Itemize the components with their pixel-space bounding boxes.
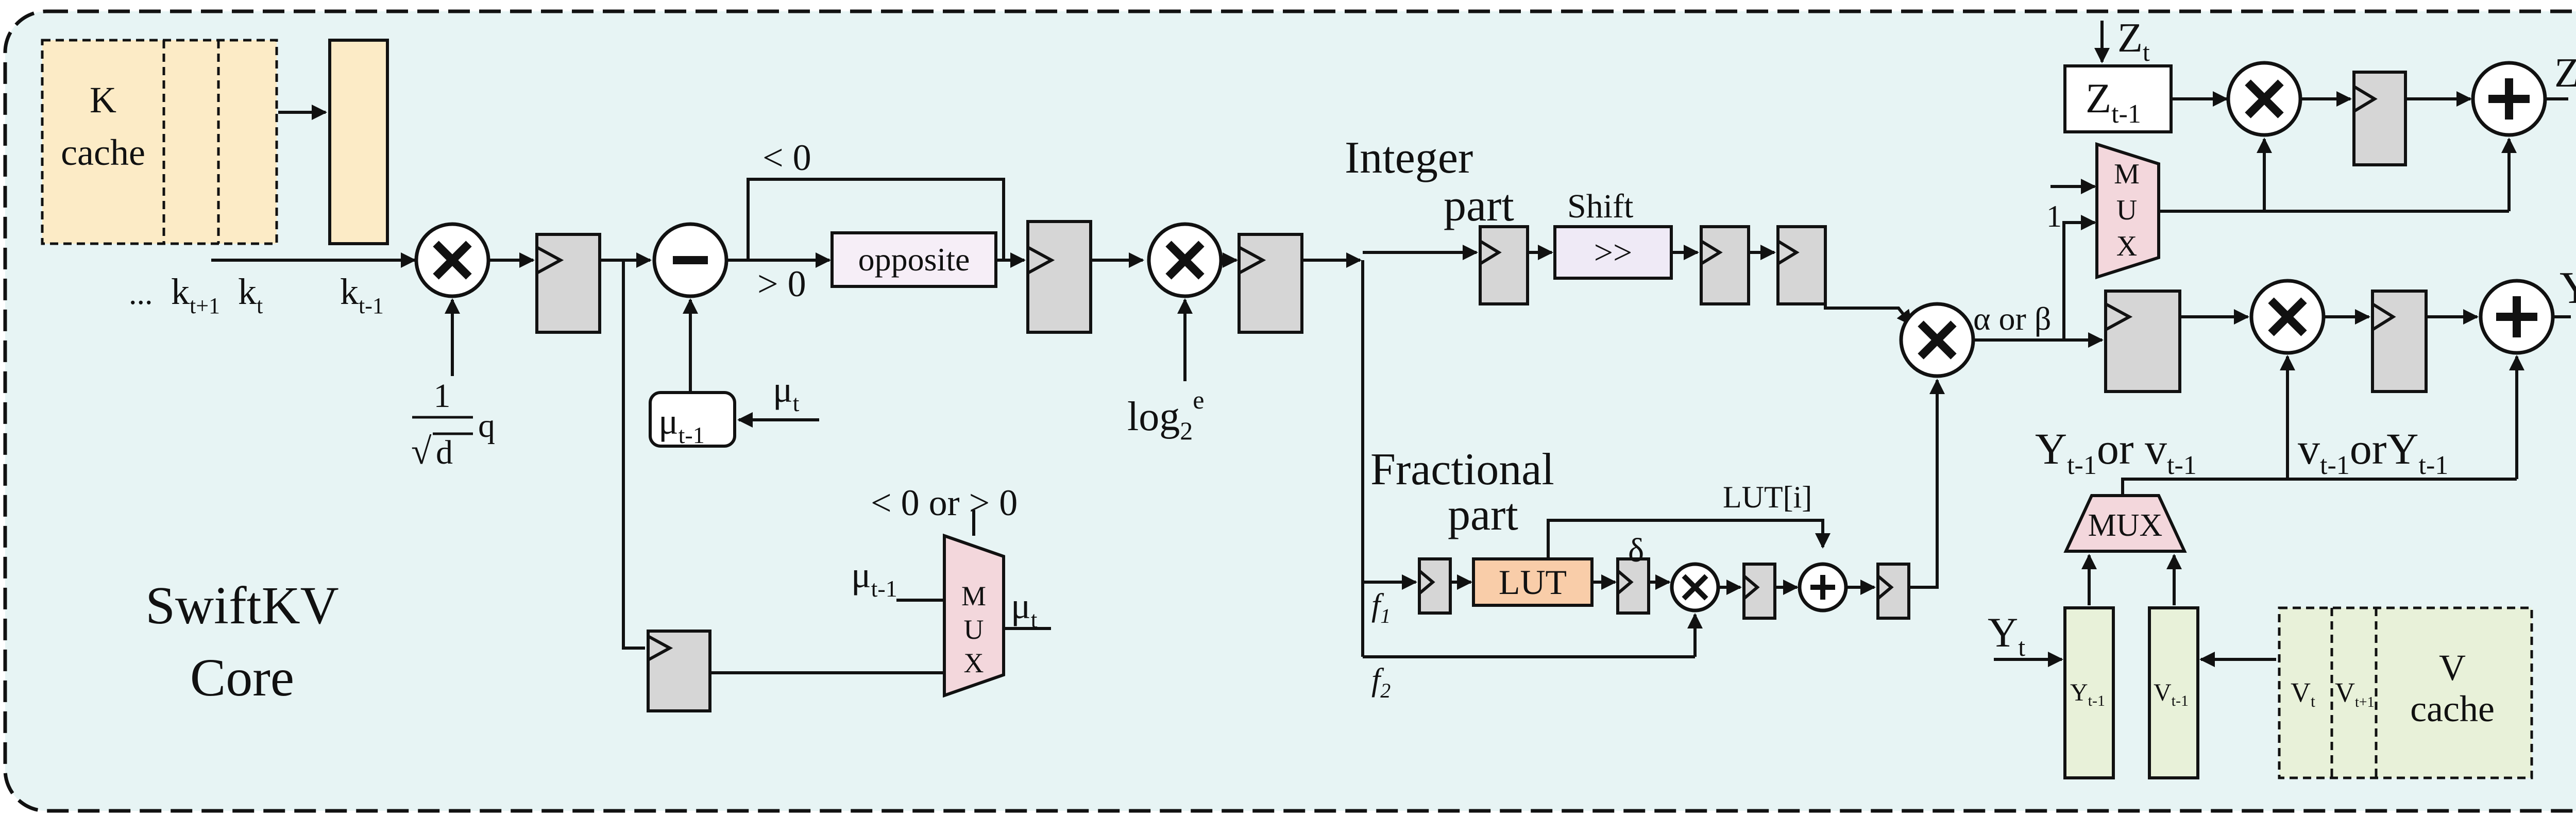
z-tm1-register [2063,64,2173,133]
core-title-2: Core [190,648,294,707]
mu-tm1-register [649,391,736,448]
register-frac-1 [1418,557,1452,615]
opposite-label: opposite [858,241,970,278]
int-to-mul3 [1824,252,1913,326]
v-t1-label: Vt+1 [2335,677,2375,710]
opposite-box [831,231,997,288]
y-tm1-col-label: Yt-1 [2070,679,2105,709]
delta-label: δ [1628,532,1644,569]
core-frame [3,9,2576,813]
shift-op: >> [1594,234,1632,271]
mux-mu: M U X [943,533,1005,698]
mux-mu-in-label: μt-1 [851,554,897,602]
f2-label: f2 [1371,662,1391,702]
frac-to-mul3 [1909,379,1945,589]
k-column-box [328,39,389,245]
y-out-label: Yt [2560,263,2576,319]
z-out-label: Zt [2554,50,2576,101]
subtractor [652,222,728,298]
svg-text:X: X [964,648,984,678]
svg-text:MUX: MUX [2088,508,2163,543]
ab-to-mux [2062,215,2096,340]
z-adder [2471,61,2547,137]
alpha-beta-label: α or β [1973,300,2051,337]
mux-1-label: 1 [2046,199,2062,233]
register-int-1 [1479,225,1529,305]
y-tm1-column [2063,606,2115,779]
svg-text:U: U [964,614,984,645]
svg-text:1: 1 [434,377,451,415]
reg1-branch-down [622,260,645,650]
lut-label: LUT [1499,563,1567,602]
k-tm1-label: kt-1 [340,271,384,318]
svg-text:√: √ [411,431,432,472]
k-t-label: kt [238,271,263,318]
z-t-in-label: Zt [2117,15,2150,66]
k-cache-label-1: K [90,79,116,121]
mux-bottom: MUX [2063,494,2187,553]
log2e-label: log2e [1127,385,1204,445]
register-3 [1238,233,1303,334]
register-mu [647,630,711,712]
v-t-label: Vt [2291,677,2315,710]
svg-text:M: M [961,581,986,611]
mu-t-input-label: μt [773,369,800,416]
register-1 [535,233,601,334]
v-or-y-label: vt-1orYt-1 [2298,424,2448,480]
mu-tm1-label: μt-1 [658,401,705,448]
register-2 [1026,220,1092,334]
kcache-dots: ... [129,276,153,311]
y-multiplier [2249,279,2326,355]
k-t1-label: kt+1 [171,271,220,318]
lt0-label: < 0 [762,137,811,178]
y-register-1 [2104,290,2181,393]
multiplier-3 [1899,302,1975,378]
v-cache-label-2: cache [2410,688,2495,729]
z-multiplier [2226,61,2302,137]
scale-factor: 1 √ d q [411,377,495,472]
integer-label-1: Integer [1345,133,1473,183]
lt0-path [747,178,1005,260]
lut-i-label: LUT[i] [1723,480,1812,514]
multiplier-1 [414,222,490,298]
y-adder [2479,279,2555,355]
v-cache: Vt Vt+1 V cache [2278,606,2533,779]
svg-text:X: X [2116,230,2137,262]
k-cache: K cache [41,39,278,245]
integer-label-2: part [1444,181,1514,231]
v-cache-label-1: V [2439,647,2466,688]
svg-text:q: q [478,407,495,445]
core-title-1: SwiftKV [145,576,339,635]
register-int-2 [1700,225,1750,305]
register-frac-3 [1742,563,1776,620]
lt-or-gt-label: < 0 or > 0 [871,482,1018,523]
register-int-3 [1776,225,1827,305]
svg-text:d: d [436,434,453,471]
multiplier-frac [1670,562,1720,613]
lut-box [1472,557,1594,607]
y-t-in-label: Yt [1988,609,2025,661]
multiplier-2 [1147,222,1223,298]
adder-frac [1798,562,1848,613]
register-frac-2 [1616,557,1650,615]
shift-label: Shift [1567,188,1633,225]
register-frac-4 [1876,563,1910,620]
z-register [2352,71,2407,166]
mux-mu-out-label: μt [1011,585,1038,633]
fractional-label-1: Fractional [1370,445,1554,495]
y-register-2 [2371,290,2428,393]
k-cache-label-2: cache [61,132,145,173]
svg-text:M: M [2114,158,2140,190]
v-tm1-column [2148,606,2199,779]
v-tm1-col-label: Vt-1 [2154,679,2189,709]
mux-top: M U X [2095,142,2160,280]
selector-bus [2121,478,2517,495]
y-or-v-label: Yt-1or vt-1 [2035,424,2197,480]
z-tm1-label: Zt-1 [2086,75,2141,129]
gt0-label: > 0 [757,263,806,304]
fractional-label-2: part [1448,490,1518,540]
svg-text:U: U [2116,194,2137,226]
shift-box [1553,225,1673,280]
